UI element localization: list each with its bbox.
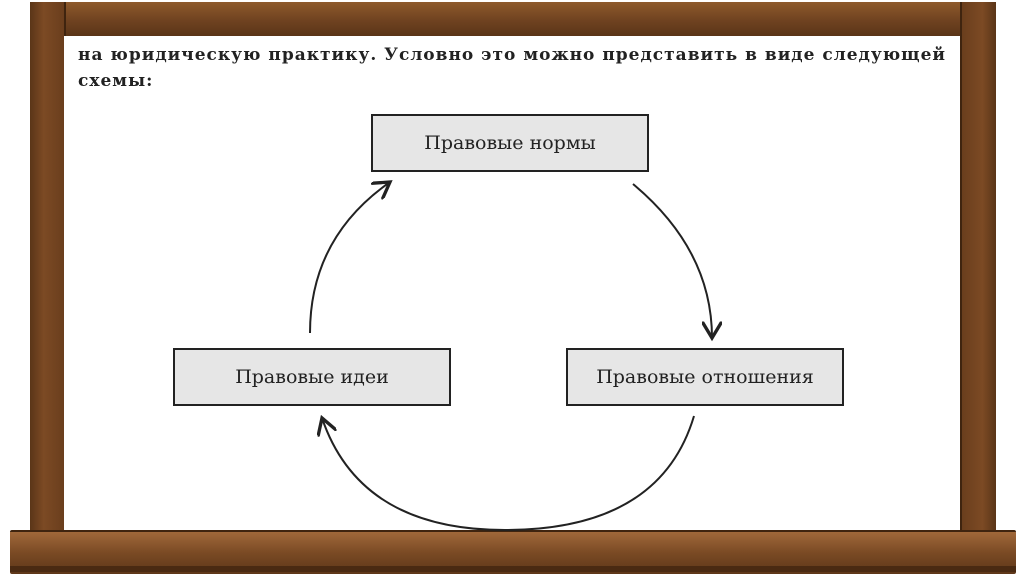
node-legal-norms: Правовые нормы: [371, 114, 649, 172]
frame-bottom-edge: [10, 566, 1016, 572]
arrow-norms-to-relations: [632, 183, 712, 338]
node-legal-norms-label: Правовые нормы: [424, 132, 596, 154]
node-legal-ideas-label: Правовые идеи: [235, 366, 389, 388]
intro-text: на юридическую практику. Условно это мож…: [78, 45, 946, 91]
arrow-relations-to-ideas: [322, 416, 695, 532]
frame-right: [960, 2, 996, 530]
node-legal-relations-label: Правовые отношения: [596, 366, 814, 388]
node-legal-relations: Правовые отношения: [566, 348, 844, 406]
node-legal-ideas: Правовые идеи: [173, 348, 451, 406]
arrow-ideas-to-norms: [309, 182, 390, 334]
